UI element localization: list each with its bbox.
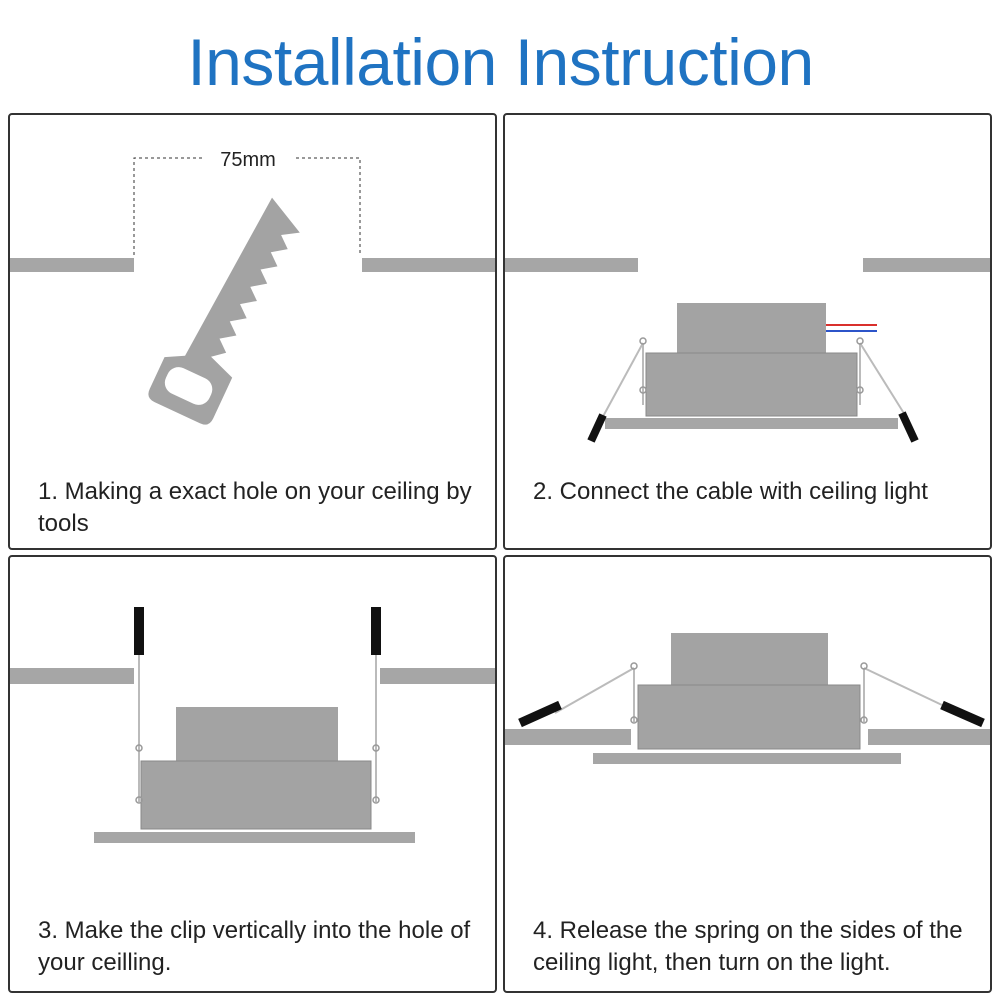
- step-4-panel: 4. Release the spring on the sides of th…: [503, 555, 992, 993]
- ceiling-left: [10, 258, 134, 272]
- light-trim: [94, 832, 415, 843]
- driver-box: [677, 303, 826, 355]
- spring-clip-right: [856, 337, 919, 443]
- page-title: Installation Instruction: [187, 25, 814, 99]
- dimension-label: 75mm: [220, 149, 276, 171]
- step-1-caption: 1. Making a exact hole on your ceiling b…: [38, 478, 472, 537]
- light-trim: [593, 753, 901, 764]
- ceiling-right: [868, 729, 990, 745]
- spring-clip-right: [371, 607, 381, 804]
- light-body: [637, 684, 861, 750]
- step-1-illustration: 75mm: [10, 149, 495, 425]
- spring-clip-left: [587, 337, 647, 443]
- light-body: [140, 760, 372, 830]
- step-2-caption: 2. Connect the cable with ceiling light: [533, 478, 928, 505]
- driver-box: [176, 707, 338, 762]
- spring-clip-right: [860, 662, 985, 728]
- light-trim: [605, 418, 898, 429]
- spring-clip-left: [134, 607, 144, 804]
- dimension-line: [133, 157, 361, 255]
- step-1-panel: 75mm 1. Making a exact hole on your ceil…: [8, 113, 497, 550]
- driver-box: [671, 633, 828, 686]
- ceiling-right: [863, 258, 990, 272]
- step-2-panel: 2. Connect the cable with ceiling light: [503, 113, 992, 550]
- ceiling-left: [10, 668, 134, 684]
- ceiling-right: [380, 668, 495, 684]
- light-body: [645, 352, 858, 417]
- step-3-caption: 3. Make the clip vertically into the hol…: [38, 917, 471, 976]
- step-4-caption: 4. Release the spring on the sides of th…: [533, 917, 963, 976]
- step-3-panel: 3. Make the clip vertically into the hol…: [8, 555, 497, 993]
- step-4-illustration: [505, 633, 990, 764]
- ceiling-right: [362, 258, 495, 272]
- ceiling-left: [505, 258, 638, 272]
- step-2-illustration: [505, 258, 990, 443]
- ceiling-left: [505, 729, 631, 745]
- spring-clip-left: [518, 662, 638, 728]
- saw-icon: [148, 197, 300, 425]
- step-3-illustration: [10, 607, 495, 843]
